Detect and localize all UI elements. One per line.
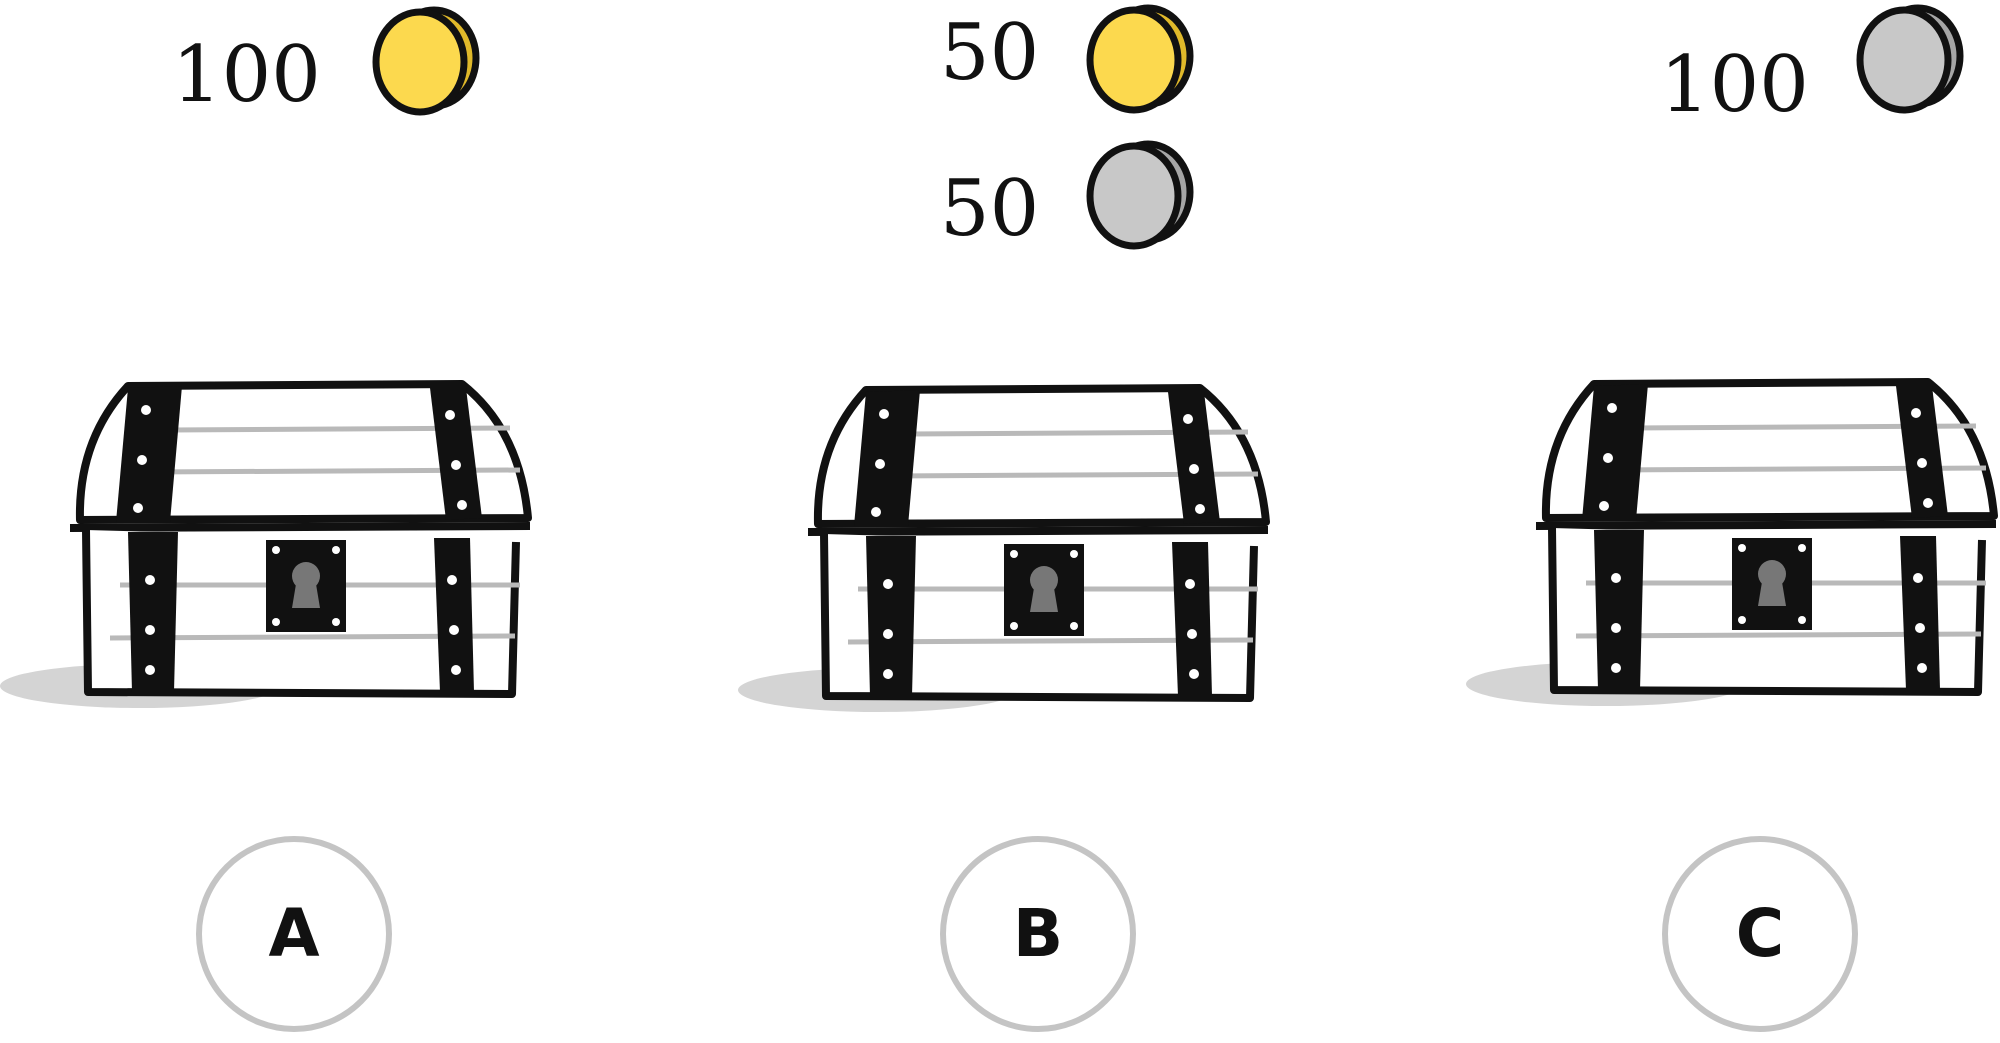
option-c-button[interactable]: C [1662,836,1858,1032]
option-b-label: B [1012,895,1064,972]
coin-amount-label: 50 [940,164,1040,254]
silver-coin-icon [1856,4,1964,114]
keyhole-icon [1732,538,1812,630]
gold-coin-icon [372,6,480,116]
keyhole-icon [266,540,346,632]
silver-coin-icon [1086,140,1194,250]
option-a-button[interactable]: A [196,836,392,1032]
treasure-chest-icon [0,380,532,708]
option-a-label: A [268,895,320,972]
option-b-button[interactable]: B [940,836,1136,1032]
option-c-label: C [1735,895,1785,972]
coin-amount-label: 100 [1660,40,1809,130]
coin-amount-label: 50 [940,8,1040,98]
coin-amount-label: 100 [172,30,321,120]
gold-coin-icon [1086,4,1194,114]
treasure-chest-icon [1466,378,1998,706]
treasure-chest-icon [738,384,1270,712]
keyhole-icon [1004,544,1084,636]
